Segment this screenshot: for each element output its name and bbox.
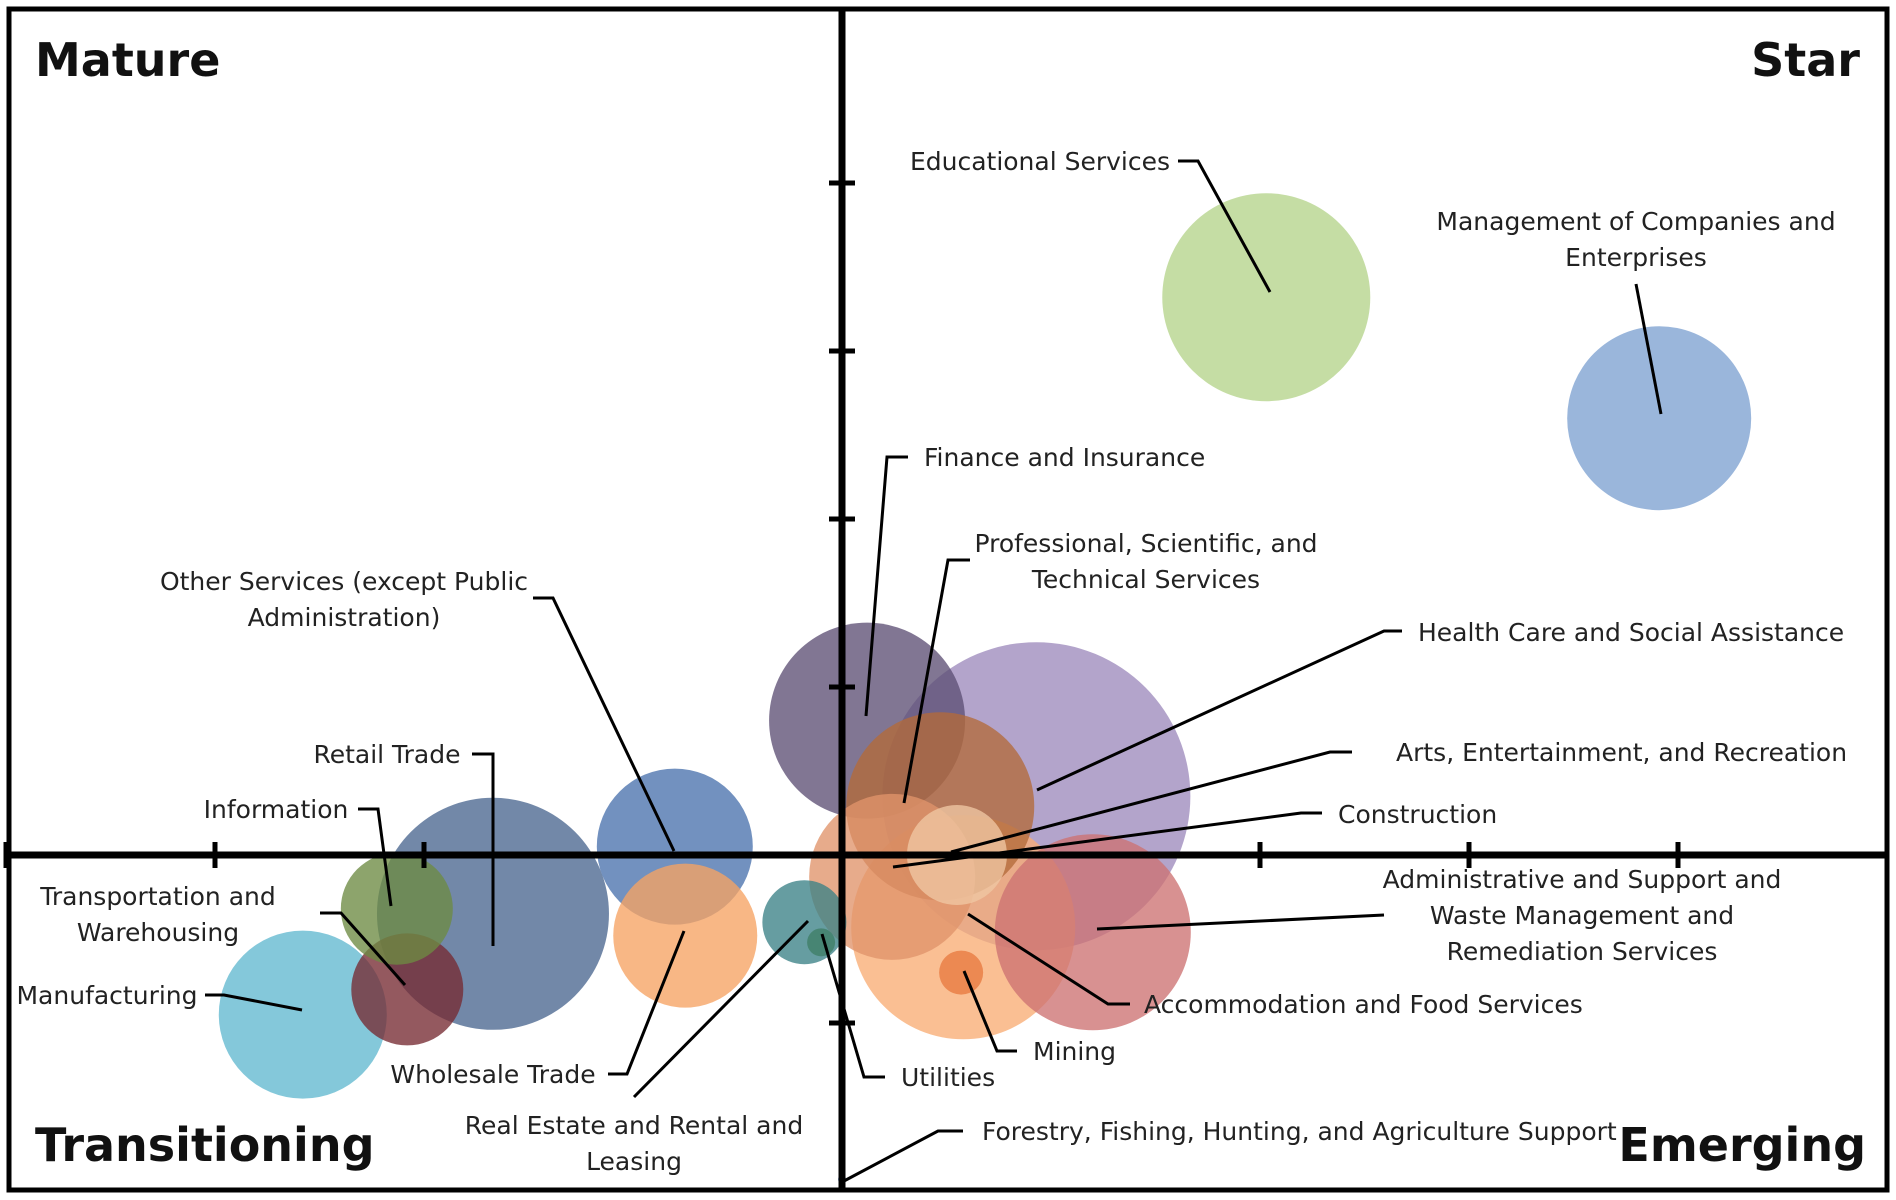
bubble-label-line: Remediation Services: [1447, 937, 1718, 966]
bubble-label-forestry: Forestry, Fishing, Hunting, and Agricult…: [982, 1117, 1617, 1146]
bubble-educational-services: [1162, 193, 1371, 402]
quadrant-label-star: Star: [1751, 33, 1860, 87]
bubble-label-line: Other Services (except Public: [160, 567, 528, 596]
bubble-manufacturing: [218, 930, 387, 1099]
bubble-label-line: Warehousing: [77, 918, 239, 947]
leader-line-layer: [205, 159, 1663, 1183]
bubble-label-line: Finance and Insurance: [924, 443, 1205, 472]
bubble-label-educational: Educational Services: [910, 147, 1170, 176]
bubble-label-line: Educational Services: [910, 147, 1170, 176]
bubble-label-arts: Arts, Entertainment, and Recreation: [1396, 738, 1847, 767]
leader-line-transportation: [320, 911, 407, 986]
bubble-label-line: Wholesale Trade: [390, 1060, 595, 1089]
leader-line-information: [358, 807, 393, 907]
bubble-label-line: Real Estate and Rental and: [465, 1111, 803, 1140]
leader-line-professional: [902, 558, 970, 804]
bubble-label-line: Leasing: [586, 1147, 682, 1176]
leader-line-construction: [892, 811, 1322, 869]
leader-line-health: [1036, 629, 1402, 792]
leader-line-retail: [472, 752, 495, 946]
bubble-label-line: Accommodation and Food Services: [1144, 990, 1583, 1019]
bubble-label-accommodation: Accommodation and Food Services: [1144, 990, 1583, 1019]
leader-line-educational: [1178, 159, 1272, 293]
bubble-label-line: Arts, Entertainment, and Recreation: [1396, 738, 1847, 767]
bubble-label-utilities: Utilities: [901, 1063, 995, 1092]
bubble-label-line: Waste Management and: [1430, 901, 1734, 930]
bubble-mining: [939, 950, 984, 995]
leader-line-realestate: [632, 919, 810, 1099]
leader-line-finance: [864, 455, 908, 717]
bubble-label-manufacturing: Manufacturing: [16, 981, 197, 1010]
bubble-label-line: Information: [204, 795, 349, 824]
bubble-label-construction: Construction: [1338, 800, 1497, 829]
leader-line-accommodation: [967, 912, 1130, 1006]
quadrant-label-emerging: Emerging: [1618, 1118, 1866, 1172]
leader-line-other: [533, 596, 676, 852]
leader-line-arts: [950, 750, 1352, 854]
bubble-label-line: Health Care and Social Assistance: [1418, 618, 1844, 647]
bubble-label-line: Manufacturing: [16, 981, 197, 1010]
bubble-label-line: Enterprises: [1565, 243, 1707, 272]
bubble-utilities: [807, 928, 836, 957]
bubble-label-health: Health Care and Social Assistance: [1418, 618, 1844, 647]
bubble-label-line: Construction: [1338, 800, 1497, 829]
leader-line-wholesale: [608, 930, 686, 1076]
quadrant-label-transitioning: Transitioning: [35, 1118, 375, 1172]
bubble-label-line: Mining: [1033, 1037, 1116, 1066]
leader-line-utilities: [820, 933, 885, 1079]
leader-line-admin: [1096, 913, 1385, 931]
quadrant-label-mature: Mature: [35, 33, 220, 87]
bubble-label-line: Retail Trade: [313, 740, 460, 769]
bubble-label-line: Management of Companies and: [1436, 207, 1835, 236]
bubble-label-line: Administrative and Support and: [1383, 865, 1782, 894]
bubble-information: [340, 852, 453, 965]
tick-layer: [3, 180, 1681, 1026]
bubble-label-line: Transportation and: [39, 882, 276, 911]
axes-layer: [9, 9, 1887, 1190]
bubble-administrative-and-support-and-waste-management-and-remediation-services: [994, 834, 1191, 1031]
bubble-wholesale-trade: [613, 863, 758, 1008]
leader-line-manufacturing: [205, 993, 303, 1012]
bubble-label-retail: Retail Trade: [313, 740, 460, 769]
chart-frame: [6, 6, 1890, 1193]
bubble-label-information: Information: [204, 795, 349, 824]
bubble-label-line: Technical Services: [1031, 565, 1260, 594]
bubble-layer: [218, 193, 1752, 1184]
bubble-label-finance: Finance and Insurance: [924, 443, 1205, 472]
leader-line-forestry: [843, 1129, 963, 1183]
leader-line-mining: [962, 970, 1017, 1053]
bubble-real-estate-and-rental-and-leasing: [762, 880, 847, 965]
bubble-label-line: Utilities: [901, 1063, 995, 1092]
bubble-label-mining: Mining: [1033, 1037, 1116, 1066]
bubble-label-wholesale: Wholesale Trade: [390, 1060, 595, 1089]
bubble-label-line: Forestry, Fishing, Hunting, and Agricult…: [982, 1117, 1617, 1146]
bubble-label-line: Administration): [248, 603, 441, 632]
leader-line-management: [1634, 283, 1663, 415]
bubble-label-line: Professional, Scientific, and: [974, 529, 1317, 558]
bubble-management-of-companies-and-enterprises: [1567, 326, 1752, 511]
